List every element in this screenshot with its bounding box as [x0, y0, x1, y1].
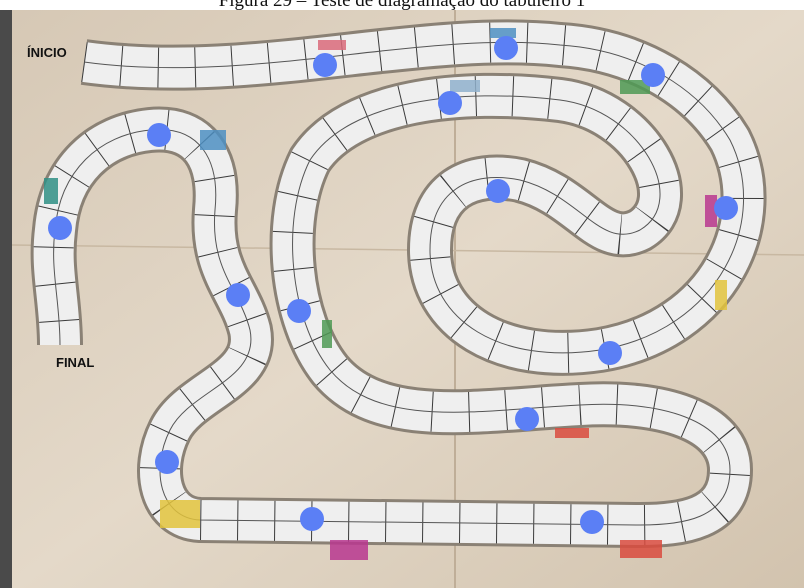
blue-space: [494, 36, 518, 60]
blue-space: [580, 510, 604, 534]
blue-space: [641, 63, 665, 87]
colored-space: [450, 80, 480, 92]
blue-space: [598, 341, 622, 365]
colored-space: [620, 540, 662, 558]
end-label: FINAL: [56, 355, 94, 370]
blue-space: [515, 407, 539, 431]
blue-space: [48, 216, 72, 240]
colored-space: [44, 178, 58, 204]
colored-space: [555, 428, 589, 438]
colored-space: [200, 130, 226, 150]
blue-space: [714, 196, 738, 220]
blue-space: [155, 450, 179, 474]
blue-space: [226, 283, 250, 307]
blue-space: [438, 91, 462, 115]
start-label: ÍNICIO: [27, 45, 67, 60]
blue-space: [147, 123, 171, 147]
game-board-photo: ÍNICIO FINAL: [0, 10, 804, 588]
blue-space: [486, 179, 510, 203]
blue-space: [287, 299, 311, 323]
colored-space: [715, 280, 727, 310]
colored-space: [160, 500, 200, 528]
colored-space: [318, 40, 346, 50]
colored-space: [330, 540, 368, 560]
blue-space: [300, 507, 324, 531]
colored-space: [322, 320, 332, 348]
blue-space: [313, 53, 337, 77]
